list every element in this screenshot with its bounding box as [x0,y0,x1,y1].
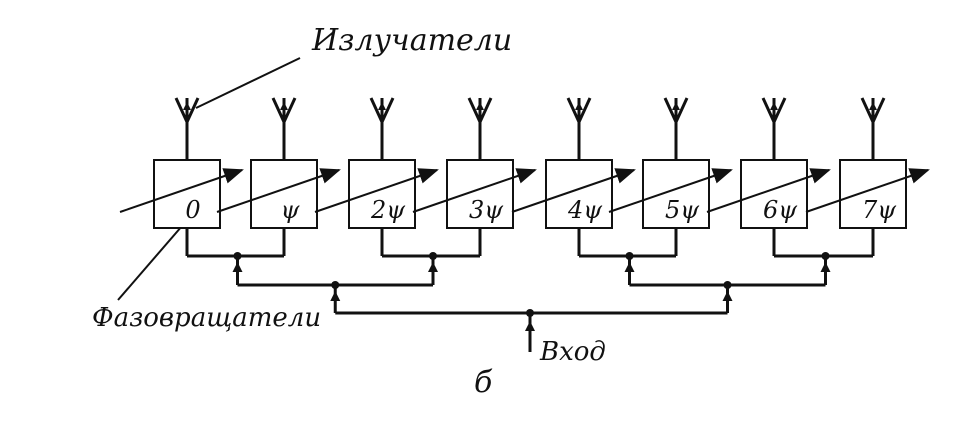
phase-label: 3ψ [469,196,504,224]
phase-shifter-box [642,159,710,229]
emitters-label: Излучатели [311,23,512,58]
phase-shifter: 5ψ [608,97,733,229]
antenna-icon [566,97,592,126]
phase-shifter-box [740,159,808,229]
phase-adjust-arrow-icon [412,168,537,213]
phase-shifter-box [153,159,221,229]
phase-shifter-box [250,159,318,229]
antenna-icon [663,97,689,126]
signal-arrow-icon [820,262,831,272]
signal-arrow-icon [428,262,438,272]
phase-shifter: 2ψ [314,97,439,229]
phase-label: 6ψ [763,196,798,224]
phase-shifter-box [839,159,907,229]
emitters-leader-line [195,57,301,109]
phase-shifter: ψ [216,97,341,229]
phase-label: 0 [185,196,200,224]
phase-adjust-arrow-icon [119,168,244,213]
antenna-icon [174,97,200,126]
phase-shifters-leader-line [117,225,183,301]
phase-label: ψ [281,196,301,224]
antenna-icon [467,97,493,126]
antenna-icon [369,97,395,126]
signal-arrow-icon [722,291,733,301]
phase-shifter-array: 0 ψ 2ψ 3ψ 4ψ 5ψ 6ψ 7ψ [119,97,930,229]
antenna-icon [860,97,886,126]
phase-shifter: 6ψ [706,97,831,229]
figure-caption: б [474,365,493,400]
antenna-icon [271,97,297,126]
phase-adjust-arrow-icon [805,168,930,213]
antenna-icon [761,97,787,126]
signal-arrow-icon [330,291,341,301]
signal-arrow-icon [232,262,243,272]
phase-shifter: 0 [119,97,244,229]
phase-adjust-arrow-icon [216,168,341,213]
phase-shifters-label: Фазовращатели [92,303,321,333]
signal-arrow-icon [525,321,535,331]
phase-shifter: 4ψ [511,97,636,229]
input-label: Вход [539,337,606,367]
phase-shifter-box [446,159,514,229]
phase-adjust-arrow-icon [608,168,733,213]
phase-label: 4ψ [567,196,603,224]
phase-shifter: 3ψ [412,97,537,229]
phase-label: 2ψ [370,196,406,224]
signal-arrow-icon [624,262,635,272]
phase-adjust-arrow-icon [511,168,636,213]
phase-adjust-arrow-icon [706,168,831,213]
feed-network [185,228,875,352]
phase-adjust-arrow-icon [314,168,439,213]
phase-shifter: 7ψ [805,97,930,229]
phase-label: 7ψ [862,196,897,224]
phase-label: 5ψ [665,196,700,224]
